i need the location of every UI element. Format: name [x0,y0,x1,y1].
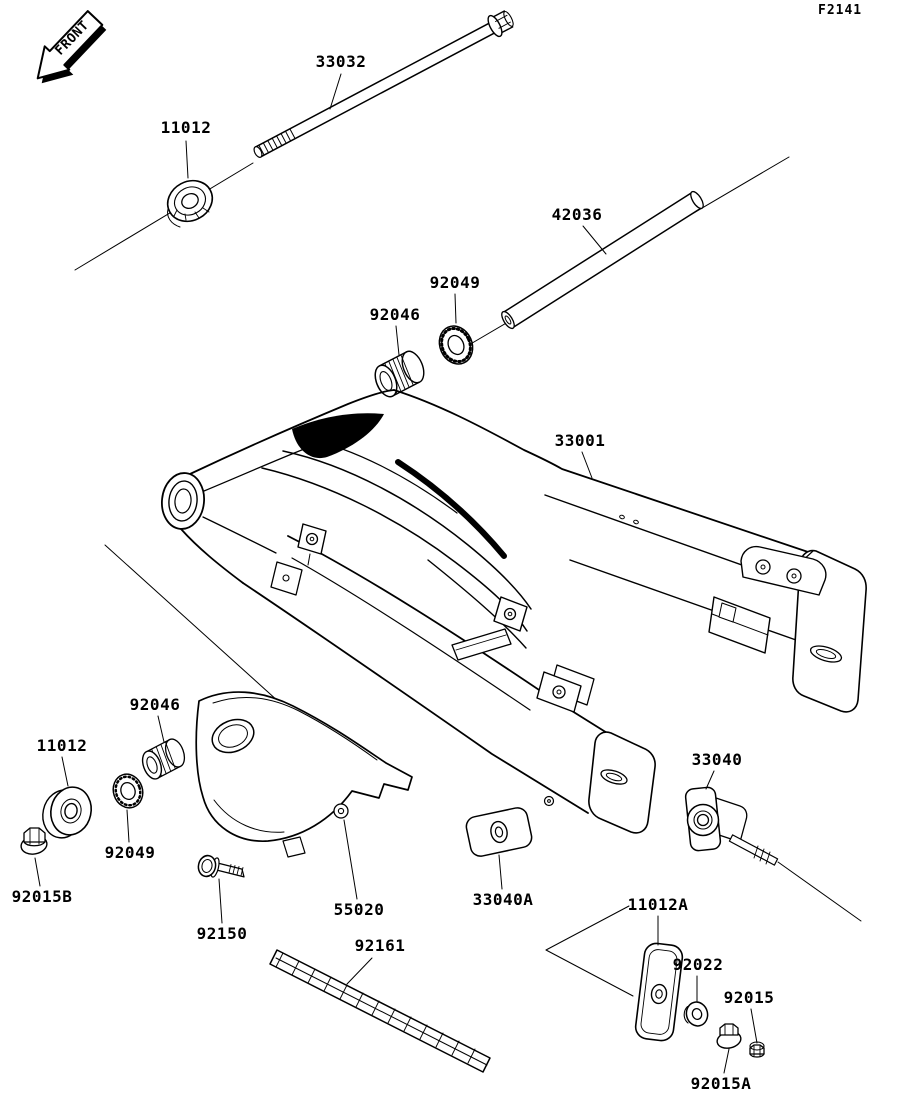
part-label-92150: 92150 [196,924,248,943]
leader-lines [34,73,758,1074]
part-33040A-plate [465,807,533,857]
part-label-11012A: 11012A [627,895,689,914]
part-label-55020: 55020 [333,900,385,919]
part-33001-swingarm [161,389,867,834]
part-label-92046-lower: 92046 [129,695,181,714]
part-label-92022: 92022 [672,955,724,974]
page-code: F2141 [818,3,863,18]
front-arrow-body [36,10,104,80]
part-label-92015: 92015 [723,988,775,1007]
part-label-92015B: 92015B [11,887,73,906]
part-label-33040: 33040 [691,750,743,769]
part-label-33001: 33001 [554,431,606,450]
part-33032-pivot-shaft [253,10,514,158]
part-label-33032: 33032 [315,52,367,71]
part-92049-seal-upper [438,325,474,365]
part-55020-chain-case [195,691,413,858]
part-92049-seal-lower [112,773,144,809]
part-label-11012-upper: 11012 [160,118,212,137]
part-92161-slipper-strip [269,949,491,1073]
front-arrow: FRONT [36,10,107,84]
part-92015-nut [749,1041,765,1058]
part-42036-sleeve-tube [501,190,704,330]
part-label-92049-lower: 92049 [104,843,156,862]
part-label-92049-upper: 92049 [429,273,481,292]
part-92015A-flange-nut [716,1023,742,1049]
pivot-tube [161,472,205,530]
part-92015B-flange-nut [20,827,48,855]
part-11012-washer-lower [42,786,92,839]
part-label-92015A: 92015A [690,1074,752,1093]
part-label-92161: 92161 [354,936,406,955]
part-label-33040A: 33040A [472,890,534,909]
part-label-11012-lower: 11012 [36,736,88,755]
part-label-42036: 42036 [551,205,603,224]
part-11012-collar-upper [166,179,214,228]
part-92022-washer [683,1001,709,1027]
part-92046-bearing-upper [374,350,425,398]
part-label-92046-upper: 92046 [369,305,421,324]
part-11012A-plate [634,942,684,1042]
part-33040-chain-adjuster [684,786,779,866]
part-92150-bolt [197,854,245,878]
part-92046-bearing-lower [141,738,186,780]
